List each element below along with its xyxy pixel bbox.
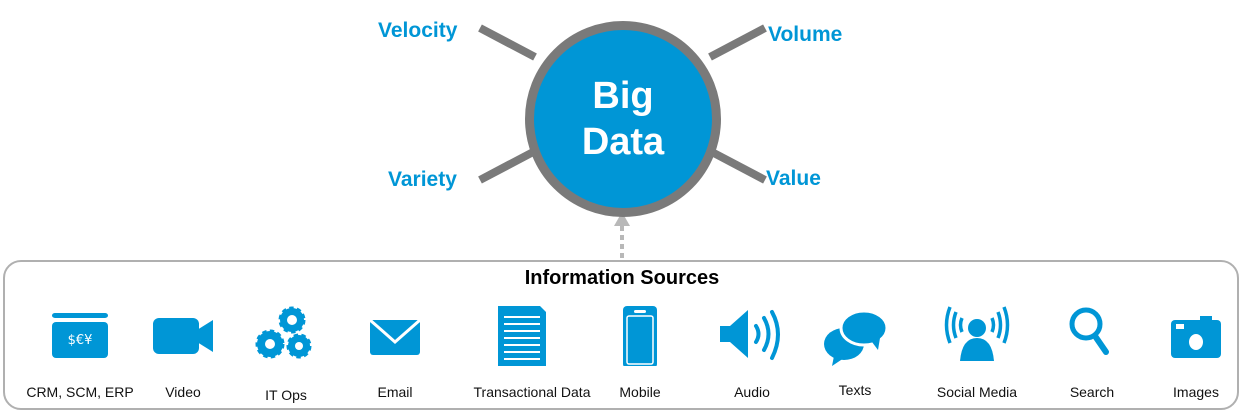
source-label: Texts [838, 382, 872, 398]
value-label: Value [766, 167, 821, 190]
source-video: Video [108, 300, 258, 400]
source-label: Search [1069, 384, 1115, 400]
variety-label: Variety [388, 168, 457, 191]
source-label: Audio [734, 384, 770, 400]
panel-title: Information Sources [524, 267, 720, 289]
broadcasting-person-icon [944, 306, 1010, 361]
source-it-ops: IT Ops [211, 300, 361, 403]
source-transactional-data: Transactional Data [447, 300, 597, 400]
arrow-head-icon [614, 212, 630, 226]
source-label: Social Media [936, 384, 1018, 400]
source-crm: $€¥ CRM, SCM, ERP [5, 300, 155, 400]
core-line-1: Big [592, 75, 654, 117]
value-connector [708, 147, 767, 184]
information-sources-panel [3, 260, 1239, 410]
source-label: Video [165, 384, 201, 400]
source-images: Images [1121, 300, 1244, 400]
envelope-icon [369, 318, 421, 355]
source-texts: Texts [780, 300, 930, 398]
document-icon [498, 306, 546, 366]
source-label: Images [1173, 384, 1219, 400]
volume-label: Volume [768, 23, 843, 46]
mobile-phone-icon [623, 306, 657, 366]
source-label: Transactional Data [473, 384, 591, 400]
currency-card-icon: $€¥ [52, 313, 108, 358]
source-audio: Audio [677, 300, 827, 400]
source-label: IT Ops [265, 387, 307, 403]
video-camera-icon [153, 318, 213, 354]
variety-connector [478, 147, 537, 184]
core-line-2: Data [581, 121, 665, 163]
velocity-label: Velocity [378, 19, 458, 42]
velocity-connector [478, 24, 537, 61]
source-email: Email [320, 300, 470, 400]
connectors [478, 24, 767, 258]
speaker-icon [720, 310, 780, 360]
speech-bubbles-icon [824, 309, 889, 366]
source-label: Mobile [619, 384, 661, 400]
magnifier-icon [1069, 307, 1109, 355]
source-label: Email [377, 384, 413, 400]
gears-icon [255, 306, 312, 359]
source-label: CRM, SCM, ERP [26, 384, 134, 400]
source-mobile: Mobile [565, 300, 715, 400]
source-search: Search [1017, 300, 1167, 400]
svg-text:$€¥: $€¥ [68, 333, 93, 348]
volume-connector [708, 24, 767, 61]
source-social-media: Social Media [902, 300, 1052, 400]
camera-icon [1171, 316, 1221, 358]
